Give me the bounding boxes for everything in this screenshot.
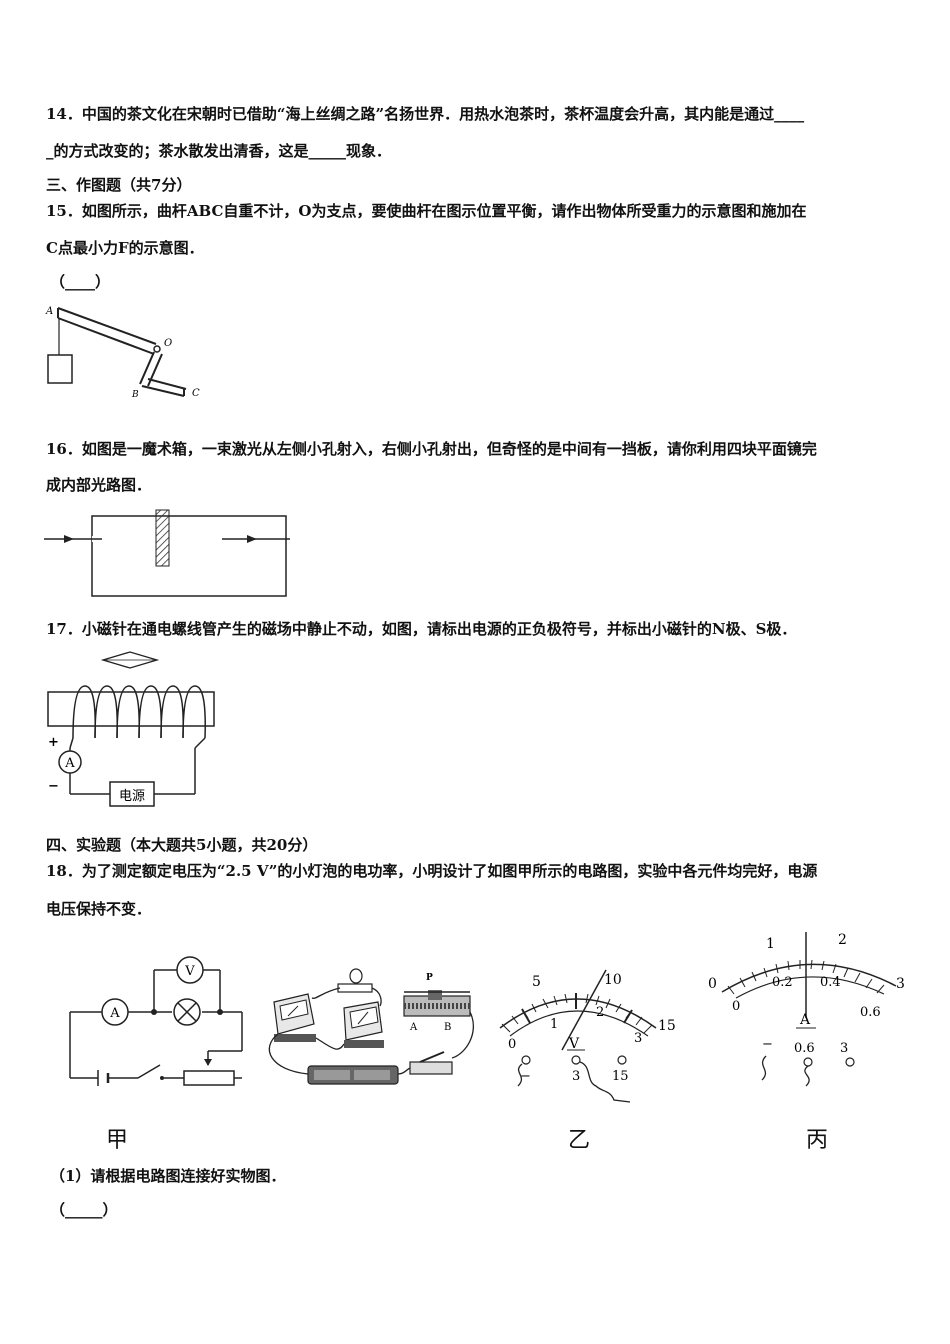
q18-a-outer-2: 2 xyxy=(838,932,847,948)
q18-circuit-diagram: A V xyxy=(69,956,243,1086)
q18-a-terminal-neg: − xyxy=(762,1037,773,1052)
q15-label-b: B xyxy=(131,390,139,400)
section3-title: 三、作图题（共7分） xyxy=(46,176,192,194)
q17-ammeter-label: A xyxy=(64,756,75,771)
q18-switch-contact xyxy=(160,1076,164,1080)
q17-plus-sign: + xyxy=(48,735,59,750)
q18-physical-apparatus: P A B xyxy=(268,968,475,1085)
q17-power-supply xyxy=(109,781,155,807)
q18-battery-pack xyxy=(307,1065,399,1085)
q14-line1: 14．中国的茶文化在宋朝时已借助“海上丝绸之路”名扬世界．用热水泡茶时，茶杯温度… xyxy=(46,105,805,123)
q18-a-inner-02: 0.2 xyxy=(772,975,793,990)
q18-ammeter-unit: A xyxy=(799,1012,811,1028)
q16-magic-box-figure xyxy=(44,509,290,597)
q18-bulb-holder xyxy=(337,968,373,993)
q15-label-o: O xyxy=(164,338,172,349)
q18-figure-label-jia: 甲 xyxy=(106,1128,129,1153)
q15-answer-blank: （____） xyxy=(50,273,111,291)
q16-line1: 16．如图是一魔术箱，一束激光从左侧小孔射入，右侧小孔射出，但奇怪的是中间有一挡… xyxy=(46,440,817,458)
q18-voltmeter-pointer xyxy=(561,969,607,1051)
q18-v-outer-5: 5 xyxy=(532,974,541,990)
q18-a-terminal-06: 0.6 xyxy=(794,1041,815,1056)
q18-v-inner-1: 1 xyxy=(550,1017,558,1032)
q18-a-terminal-3: 3 xyxy=(840,1041,848,1056)
q18-ammeter-ticks xyxy=(727,959,885,995)
q18-ammeter-device xyxy=(273,993,316,1042)
q18-ammeter-dial: 1 2 0 3 0 0.2 0.4 0.6 A − 0.6 3 xyxy=(708,932,905,1087)
q18-a-inner-04: 0.4 xyxy=(820,975,841,990)
q15-label-c: C xyxy=(192,388,200,399)
q18-v-terminal-3: 3 xyxy=(572,1069,580,1084)
q17-line1: 17．小磁针在通电螺线管产生的磁场中静止不动，如图，请标出电源的正负极符号，并标… xyxy=(46,620,797,638)
q18-voltmeter-unit: V xyxy=(568,1036,580,1052)
q18-slider-arrow xyxy=(204,1059,212,1066)
q18-v-inner-2: 2 xyxy=(596,1005,604,1020)
q18-a-inner-06: 0.6 xyxy=(860,1005,881,1020)
q15-label-a: A xyxy=(45,306,53,317)
q18-line2: 电压保持不变． xyxy=(46,900,152,918)
q17-solenoid-figure: + A − 电源 xyxy=(47,651,215,807)
q14-line2: _的方式改变的；茶水散发出清香，这是_____现象． xyxy=(46,142,392,160)
q18-voltmeter-device xyxy=(343,1001,384,1048)
section4-title: 四、实验题（本大题共5小题，共20分） xyxy=(46,836,318,854)
q16-baffle xyxy=(155,509,170,567)
q15-line1: 15．如图所示，曲杆ABC自重不计，O为支点，要使曲杆在图示位置平衡，请作出物体… xyxy=(46,202,807,220)
q18-v-outer-15: 15 xyxy=(658,1018,676,1034)
q17-coil-windings xyxy=(72,685,206,739)
q18-subquestion-1: （1）请根据电路图连接好实物图． xyxy=(50,1167,286,1185)
q16-box xyxy=(91,515,287,597)
q18-rheostat-symbol xyxy=(183,1070,235,1086)
q17-minus-sign: − xyxy=(48,779,59,794)
q18-a-outer-0: 0 xyxy=(708,976,717,992)
q18-switch-device xyxy=(409,1051,453,1075)
q18-figure-label-yi: 乙 xyxy=(568,1128,591,1153)
q18-v-inner-3: 3 xyxy=(634,1031,642,1046)
q18-a-inner-0: 0 xyxy=(732,999,740,1014)
q18-answer-blank: （_____） xyxy=(50,1201,118,1219)
q18-rheostat-device: P A B xyxy=(403,973,471,1033)
q18-ammeter-label: A xyxy=(109,1006,120,1021)
q18-rheostat-p: P xyxy=(426,973,433,983)
q16-line2: 成内部光路图． xyxy=(46,476,152,494)
q15-line2: C点最小力F的示意图． xyxy=(46,239,204,257)
q18-v-inner-0: 0 xyxy=(508,1037,516,1052)
q18-ammeter-symbol xyxy=(101,998,129,1026)
q18-connecting-wires xyxy=(268,987,475,1075)
q18-voltmeter-dial: 0 1 2 3 5 10 15 V − 3 15 xyxy=(499,969,676,1103)
q18-voltmeter-label: V xyxy=(184,964,195,979)
q18-rheostat-a: A xyxy=(409,1022,418,1033)
q15-lever-figure: A O B C xyxy=(45,306,200,400)
q18-rheostat-b: B xyxy=(444,1022,451,1033)
q18-v-terminal-15: 15 xyxy=(612,1069,629,1084)
q18-figure-label-bing: 丙 xyxy=(806,1128,829,1153)
q15-weight-block xyxy=(47,354,73,384)
q18-voltmeter-symbol xyxy=(176,956,204,984)
q18-v-outer-10: 10 xyxy=(604,972,622,988)
q18-line1: 18．为了测定额定电压为“2.5 V”的小灯泡的电功率，小明设计了如图甲所示的电… xyxy=(46,862,818,880)
q17-power-label: 电源 xyxy=(119,789,145,804)
q18-a-outer-1: 1 xyxy=(766,936,775,952)
q18-a-outer-3: 3 xyxy=(896,976,905,992)
q18-v-terminal-neg: − xyxy=(520,1069,531,1084)
